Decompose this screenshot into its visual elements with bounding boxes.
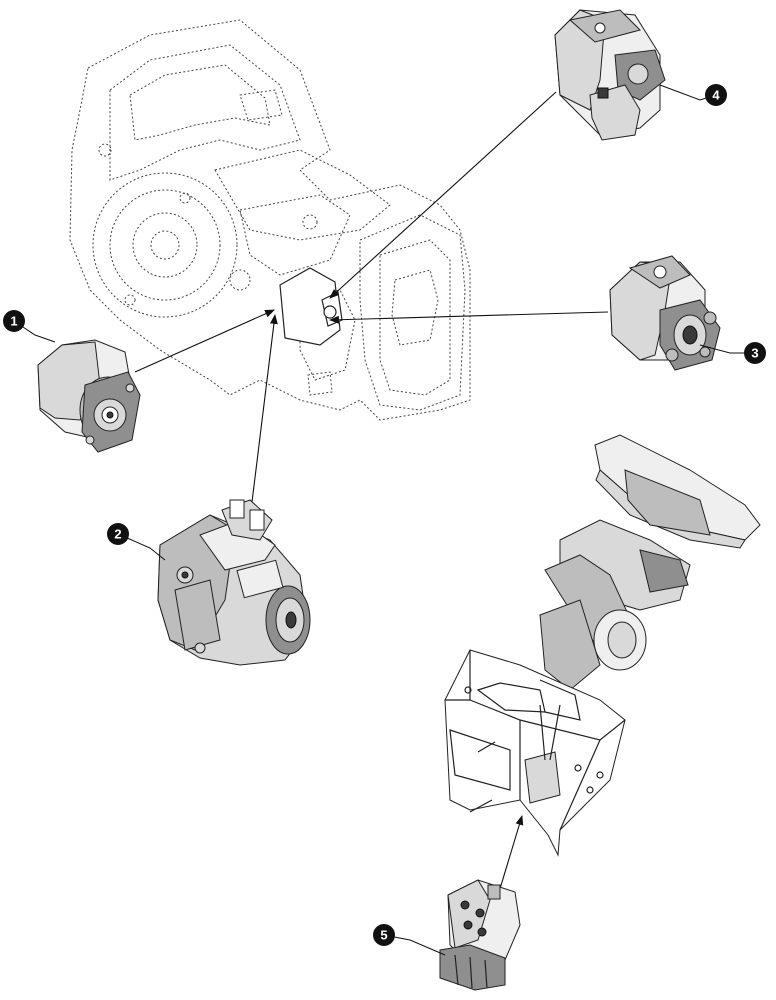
callout-1: 1 bbox=[3, 310, 25, 332]
callout-3-marker bbox=[744, 342, 766, 364]
callout-3: 3 bbox=[744, 342, 766, 364]
callout-5-marker bbox=[373, 924, 395, 946]
part-2-piston-pump bbox=[157, 499, 311, 666]
steering-column-assembly bbox=[439, 434, 761, 991]
callout-2-marker bbox=[107, 523, 129, 545]
callout-3-label: 3 bbox=[751, 346, 758, 361]
part-3-gear-pump bbox=[609, 255, 721, 371]
callout-2: 2 bbox=[107, 523, 129, 545]
part-1-gear-pump bbox=[37, 339, 141, 453]
callout-5-label: 5 bbox=[380, 928, 387, 943]
transmission-housing-phantom bbox=[69, 19, 471, 421]
assembly-arrows bbox=[134, 91, 609, 893]
callout-4-label: 4 bbox=[712, 88, 720, 103]
callout-1-marker bbox=[3, 310, 25, 332]
part-4-gear-pump bbox=[554, 9, 666, 141]
callout-4-marker bbox=[705, 84, 727, 106]
callout-5: 5 bbox=[373, 924, 395, 946]
callout-1-label: 1 bbox=[10, 314, 17, 329]
callout-2-label: 2 bbox=[114, 527, 121, 542]
callout-4: 4 bbox=[705, 84, 727, 106]
